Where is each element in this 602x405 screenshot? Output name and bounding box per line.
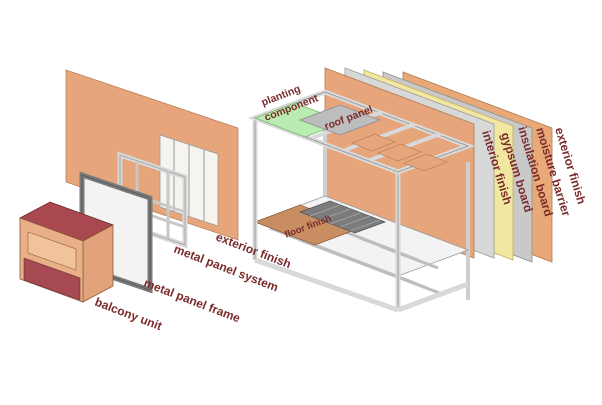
wall-layers [324,67,553,263]
exterior-finish-panel-left [65,69,239,241]
module-frame [247,89,476,313]
label-balcony-unit: balcony unit [93,295,164,333]
balcony-unit [19,201,114,303]
roof-panel [298,104,382,136]
